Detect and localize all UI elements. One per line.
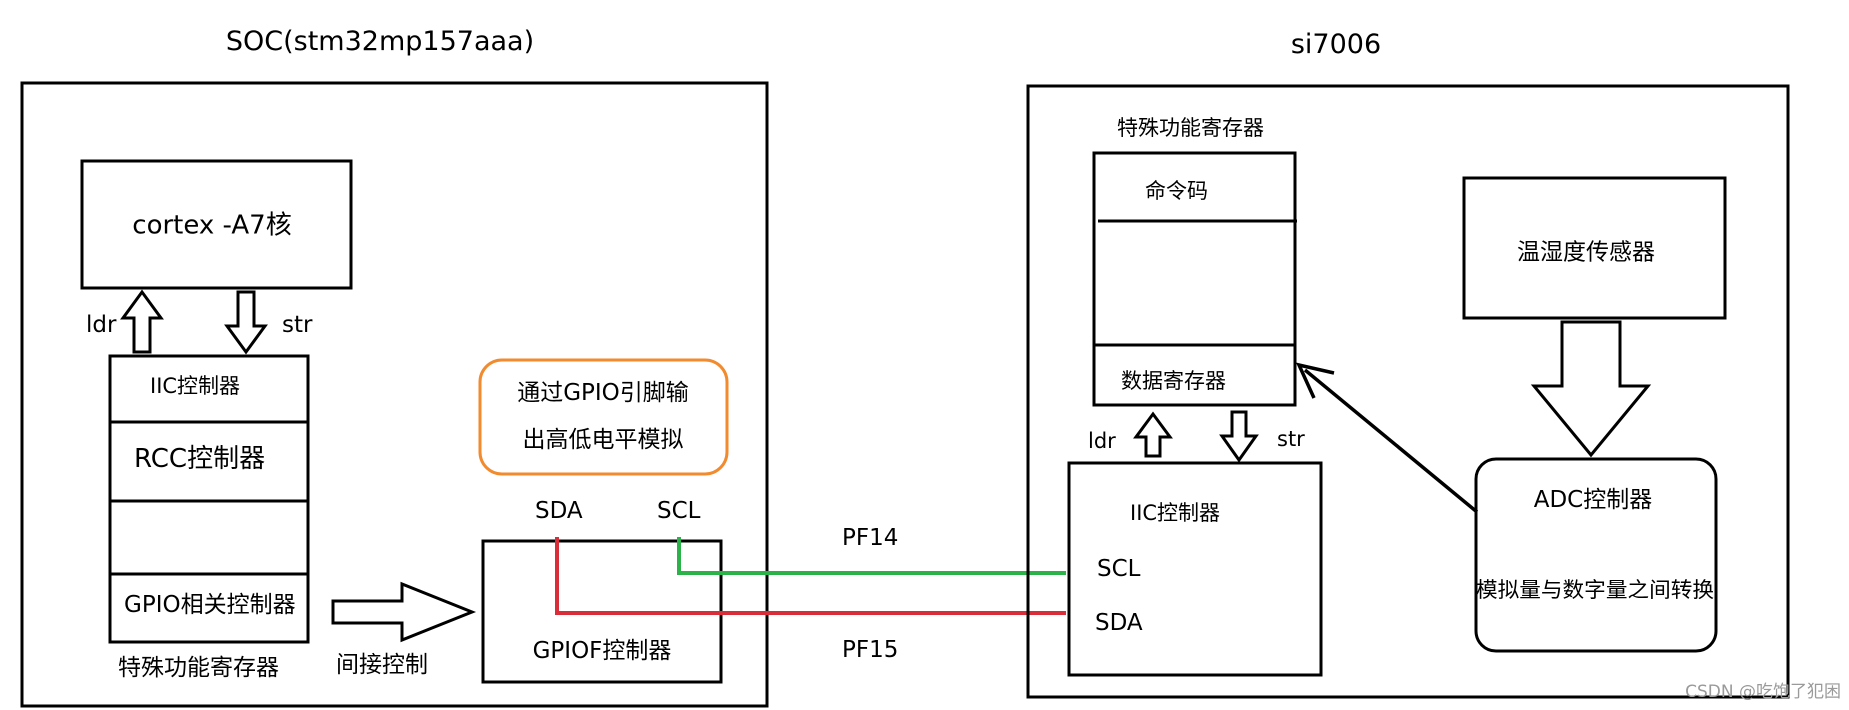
note-line-1: 通过GPIO引脚输 [517,380,689,406]
si7006-register-caption: 特殊功能寄存器 [1117,116,1264,140]
si7006-title: si7006 [1291,29,1381,60]
watermark-text: CSDN @吃饱了犯困 [1685,682,1841,702]
pf15-label: PF15 [842,637,898,663]
soc-rcc-register-label: RCC控制器 [134,444,265,474]
command-code-label: 命令码 [1145,179,1208,203]
si7006-sda-label: SDA [1095,610,1143,636]
si7006-register-box [1092,151,1297,407]
si7006-str-label: str [1277,427,1305,451]
si7006-boundary [1026,84,1790,699]
si7006-iic-controller-box [1067,461,1323,677]
adc-controller-desc: 模拟量与数字量之间转换 [1476,578,1714,602]
soc-iic-register-label: IIC控制器 [150,374,240,398]
si7006-ldr-label: ldr [1088,429,1116,453]
soc-ldr-arrow [120,289,164,354]
indirect-control-label: 间接控制 [336,652,428,678]
adc-controller-box [1474,457,1718,653]
sensor-to-adc-arrow [1530,320,1652,458]
indirect-control-arrow [331,581,477,643]
adc-to-data-register-arrow [1303,368,1479,514]
soc-str-arrow [224,290,268,355]
si7006-iic-controller-label: IIC控制器 [1130,501,1220,525]
pf14-label: PF14 [842,525,898,551]
cortex-box [80,159,353,290]
soc-sda-label: SDA [535,498,583,524]
soc-register-stack [108,354,310,644]
si7006-str-arrow [1219,410,1259,463]
soc-ldr-label: ldr [86,312,117,338]
soc-register-caption: 特殊功能寄存器 [118,655,279,681]
note-line-2: 出高低电平模拟 [523,427,684,453]
cortex-label: cortex -A7核 [132,211,291,241]
soc-register-box [108,354,310,644]
sda-wire-pf15 [555,537,1066,615]
soc-scl-label: SCL [657,498,701,524]
soc-gpio-register-label: GPIO相关控制器 [124,592,296,618]
adc-controller-label: ADC控制器 [1534,487,1653,513]
adc-to-data-register-arrowhead [1295,362,1335,399]
scl-wire-pf14 [677,537,1066,575]
temp-humidity-sensor-label: 温湿度传感器 [1517,240,1655,266]
temp-humidity-sensor-box [1462,176,1727,320]
si7006-scl-label: SCL [1097,556,1141,582]
soc-str-label: str [282,312,313,338]
gpio-simulation-note [478,358,729,476]
data-register-label: 数据寄存器 [1121,369,1226,393]
gpiof-controller-label: GPIOF控制器 [533,638,672,664]
soc-boundary [20,81,769,708]
soc-title: SOC(stm32mp157aaa) [226,26,534,57]
si7006-register-stack [1092,151,1297,407]
si7006-ldr-arrow [1133,411,1173,458]
